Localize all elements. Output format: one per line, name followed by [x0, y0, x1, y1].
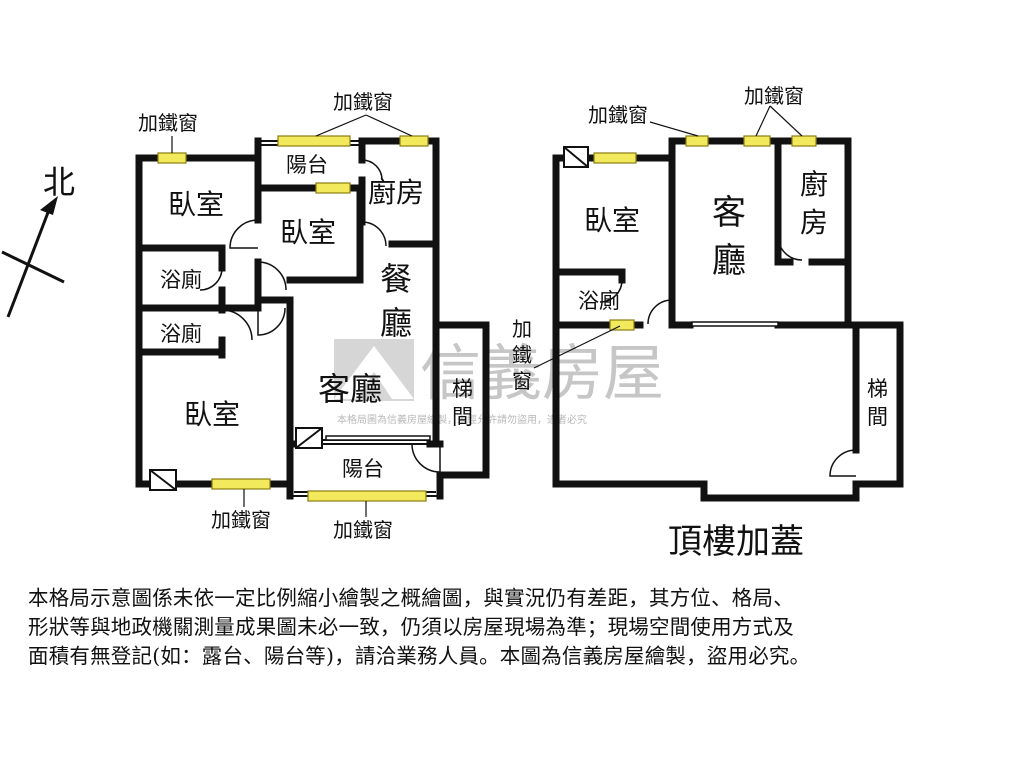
label-roof-window-bath-2: 鐵: [512, 343, 532, 367]
watermark: 信義房屋 本格局圖為信義房屋繪製，未經允許請勿盜用，違者必究: [334, 338, 664, 426]
right-plan-sliding-door: [691, 321, 779, 327]
label-dining-bottom: 廳: [380, 304, 412, 342]
label-stairs-bottom: 間: [452, 405, 473, 429]
window-roof-kitchen: [791, 135, 817, 147]
compass-arrow-head: [40, 196, 58, 215]
window-balcony-north: [277, 135, 351, 147]
disclaimer: 本格局示意圖係未依一定比例縮小繪製之概繪圖，與實況仍有差距，其方位、格局、 形狀…: [28, 584, 1013, 671]
compass-cross-line: [1, 250, 65, 284]
window-balcony-south: [307, 490, 427, 502]
label-balcony-south: 陽台: [342, 457, 384, 481]
right-plan-window-leaders: [533, 105, 803, 369]
label-window-south-left: 加鐵窗: [211, 508, 271, 532]
label-bath-1: 浴廁: [160, 268, 202, 292]
left-plan-sliding-door: [325, 435, 431, 441]
window-roof-living-2: [743, 135, 771, 147]
label-roof-bedroom: 臥室: [584, 204, 640, 237]
compass-north-label: 北: [43, 163, 75, 201]
label-roof-stairs-bottom: 間: [867, 405, 888, 429]
disclaimer-line-3: 面積有無登記(如：露台、陽台等)，請洽業務人員。本圖為信義房屋繪製，盜用必究。: [28, 644, 811, 668]
window-bedroom-sw: [211, 478, 271, 490]
window-roof-bath: [609, 319, 635, 331]
label-roof-window-bath-3: 窗: [512, 369, 532, 393]
label-window-south-center: 加鐵窗: [333, 518, 393, 542]
left-plan-labels: 臥室 臥室 臥室 浴廁 浴廁 陽台 廚房 餐 廳 客廳 梯 間 陽台 加鐵窗 加…: [138, 90, 473, 542]
left-plan-window-leaders: [171, 114, 413, 517]
left-plan-duct-boxes: [149, 427, 323, 491]
label-kitchen: 廚房: [368, 176, 424, 209]
label-bedroom-mid: 臥室: [280, 216, 336, 249]
label-bedroom-sw: 臥室: [184, 398, 240, 431]
window-roof-bedroom: [593, 152, 637, 164]
right-plan-labels: 臥室 客 廳 廚 房 浴廁 梯 間 加鐵窗 加鐵窗 加 鐵 窗 頂樓加蓋: [512, 84, 888, 562]
disclaimer-line-2: 形狀等與地政機關測量成果圖未必一致，仍須以房屋現場為準；現場空間使用方式及: [28, 615, 794, 639]
label-living: 客廳: [318, 370, 382, 408]
window-roof-living-1: [685, 135, 709, 147]
label-bath-2: 浴廁: [160, 322, 202, 346]
label-dining-top: 餐: [380, 260, 412, 298]
label-roof-window-north-right: 加鐵窗: [744, 84, 804, 108]
label-window-north-center: 加鐵窗: [333, 90, 393, 114]
label-window-north-left: 加鐵窗: [138, 111, 198, 135]
label-roof-kitchen-top: 廚: [800, 168, 828, 201]
label-stairs-top: 梯: [452, 377, 473, 401]
right-plan-caption: 頂樓加蓋: [668, 522, 804, 562]
compass: 北: [1, 163, 75, 318]
label-roof-stairs-top: 梯: [867, 377, 888, 401]
watermark-notice: 本格局圖為信義房屋繪製，未經允許請勿盜用，違者必究: [337, 413, 587, 426]
window-bedroom-mid: [315, 182, 351, 194]
window-bedroom-nw: [157, 152, 187, 164]
compass-arrow-shaft: [6, 201, 54, 318]
right-plan-duct-box: [563, 146, 589, 168]
left-plan-doors: [199, 159, 441, 473]
disclaimer-line-1: 本格局示意圖係未依一定比例縮小繪製之概繪圖，與實況仍有差距，其方位、格局、: [28, 586, 794, 610]
label-roof-kitchen-bottom: 房: [800, 206, 828, 239]
watermark-logo-icon: [334, 339, 414, 401]
right-plan-windows: [593, 135, 817, 331]
watermark-brand: 信義房屋: [420, 338, 664, 409]
label-roof-window-north-left: 加鐵窗: [588, 103, 648, 127]
left-plan-windows: [157, 135, 429, 502]
label-roof-living-bottom: 廳: [712, 241, 746, 281]
label-roof-living-top: 客: [712, 193, 746, 233]
window-kitchen-north: [399, 135, 429, 147]
label-roof-window-bath-1: 加: [512, 317, 532, 341]
label-roof-bath: 浴廁: [578, 289, 620, 313]
label-balcony-north: 陽台: [286, 153, 328, 177]
right-plan-doors: [599, 235, 857, 477]
label-bedroom-nw: 臥室: [168, 188, 224, 221]
